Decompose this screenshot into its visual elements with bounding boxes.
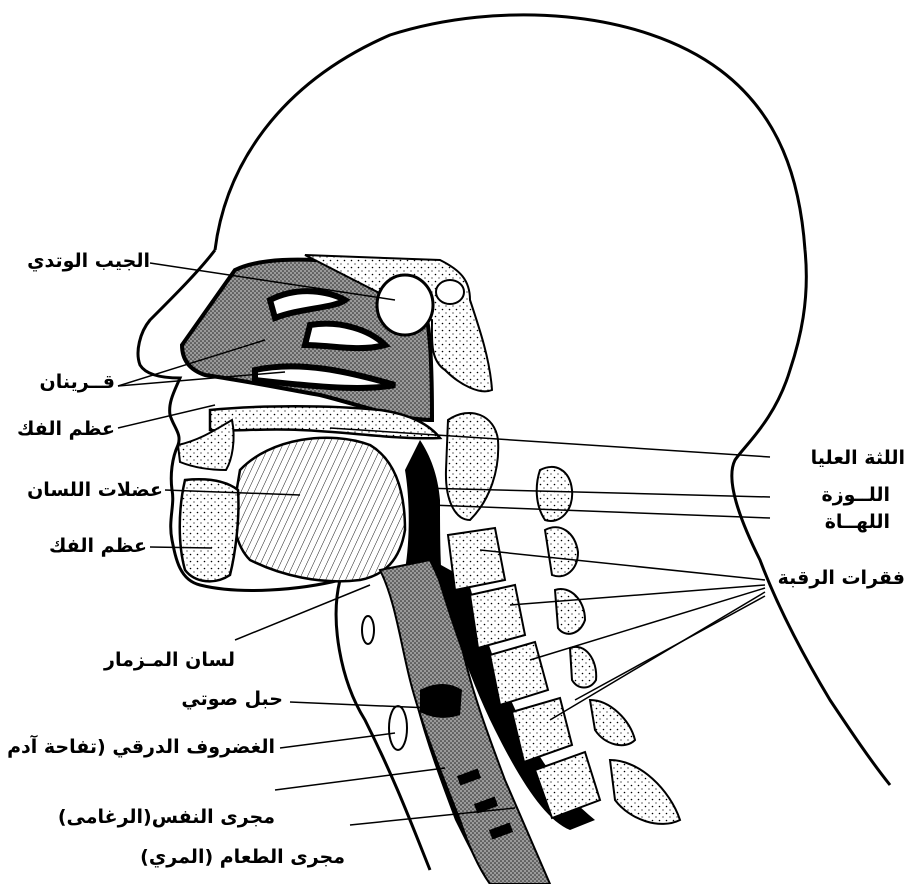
label-thyroid-cartilage: الغضروف الدرقي (تفاحة آدم ) bbox=[0, 738, 275, 757]
label-epiglottis: لسان المـزمار bbox=[104, 651, 235, 670]
tongue bbox=[234, 438, 405, 582]
thyroid-cartilage-shape bbox=[389, 706, 407, 750]
head-outline bbox=[215, 15, 890, 785]
vocal-cord-shape bbox=[420, 684, 462, 718]
lower-jaw bbox=[180, 479, 239, 581]
label-turbinates: قــرينان bbox=[40, 373, 116, 392]
label-food-pipe: مجرى الطعام (المري) bbox=[140, 848, 345, 867]
label-neck-vertebrae: فقرات الرقبة bbox=[778, 569, 905, 588]
label-uvula: اللهــاة bbox=[825, 513, 890, 532]
label-tonsil: اللــوزة bbox=[822, 486, 890, 505]
sphenoid-sinus-shape bbox=[377, 275, 433, 335]
label-upper-gum: اللثة العليا bbox=[811, 449, 905, 468]
label-jaw-bone-lower: عظم الفك bbox=[49, 537, 147, 556]
label-windpipe: مجرى النفس(الرغامى) bbox=[58, 808, 275, 827]
label-sphenoid-sinus: الجيب الوتدي bbox=[27, 252, 150, 271]
label-vocal-cord: حبل صوتي bbox=[181, 690, 283, 709]
label-tongue-muscles: عضلات اللسان bbox=[27, 481, 163, 500]
upper-jaw bbox=[178, 420, 234, 470]
label-jaw-bone-upper: عظم الفك bbox=[17, 420, 115, 439]
